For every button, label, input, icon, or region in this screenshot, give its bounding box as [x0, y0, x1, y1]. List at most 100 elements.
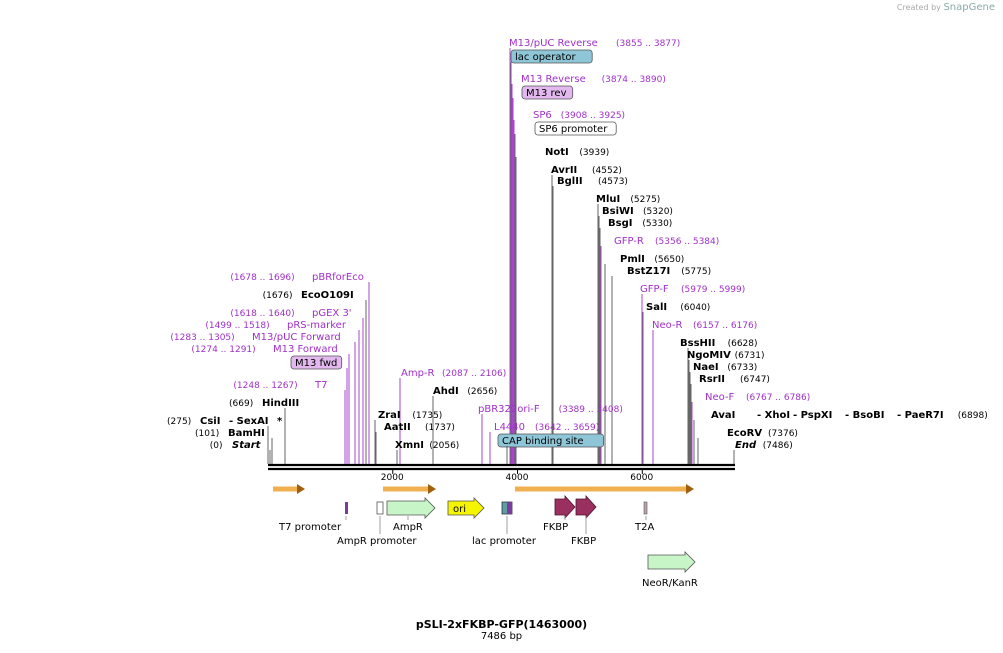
- map-label: RsrII(6747): [690, 374, 770, 464]
- label-text: BglII: [557, 176, 583, 187]
- label-box: [521, 85, 574, 100]
- map-label: ZraI(1735): [374, 410, 442, 464]
- axis-tick-label: 2000: [381, 473, 404, 483]
- label-text: pBR322ori-F: [478, 404, 540, 415]
- label-text: CAP binding site: [502, 436, 584, 447]
- label-text: BssHII: [680, 338, 715, 349]
- map-label: BstZ17I (5775): [611, 266, 711, 464]
- map-label: End (7486): [733, 440, 793, 464]
- label-range: (6628): [728, 339, 758, 349]
- label-text: Neo-F: [705, 392, 735, 403]
- map-label: M13 rev: [512, 85, 574, 464]
- label-text: M13 fwd: [295, 358, 337, 369]
- label-text: lac operator: [515, 52, 576, 63]
- snapgene-logo: SnapGene: [943, 2, 995, 13]
- map-label: EcoRV(7376): [697, 428, 798, 464]
- label-text: NotI: [545, 147, 569, 158]
- label-text: M13/pUC Reverse: [509, 38, 598, 49]
- map-label: SP6 promoter: [514, 121, 617, 464]
- map-label: pRS-marker(1499 .. 1518): [205, 320, 360, 464]
- map-label: BsgI (5330): [599, 218, 672, 464]
- label-range: (3642 .. 3659): [535, 423, 599, 433]
- map-label: BsiWI(5320): [598, 206, 673, 464]
- label-text: SalI: [646, 302, 667, 313]
- label-range: (6731): [735, 351, 765, 361]
- label-text: ZraI: [378, 410, 401, 421]
- label-range: (3874 .. 3890): [602, 75, 666, 85]
- label-range: (6040): [680, 303, 710, 313]
- label-range: (1737): [425, 423, 455, 433]
- label-text: BstZ17I: [627, 266, 670, 277]
- map-label: Start(0): [210, 440, 271, 464]
- label-range: (6733): [727, 363, 757, 373]
- feature-label: AmpR promoter: [337, 536, 417, 547]
- feature-label: T7 promoter: [278, 522, 342, 533]
- map-label: CAP binding site: [497, 433, 604, 464]
- map-label: Neo-R(6157 .. 6176): [652, 320, 757, 464]
- label-text: GFP-R: [614, 236, 644, 247]
- label-text: - PaeR7I: [897, 410, 944, 421]
- label-box: [534, 121, 617, 136]
- map-label: lac operator: [510, 49, 593, 464]
- label-text: End: [735, 440, 757, 451]
- map-label: - PaeR7I (6898): [897, 410, 988, 421]
- label-text: SP6: [533, 110, 552, 121]
- map-label: L4440 (3642 .. 3659): [489, 422, 599, 464]
- label-text: M13 Forward: [273, 344, 338, 355]
- label-text: - PspXI: [793, 410, 832, 421]
- label-range: (7486): [763, 441, 793, 451]
- label-text: - BsoBI: [845, 410, 884, 421]
- label-text: M13 rev: [526, 88, 567, 99]
- label-text: RsrII: [699, 374, 725, 385]
- fkbp-arrow-1: [554, 494, 576, 520]
- label-range: (1676): [263, 291, 293, 301]
- label-text: L4440: [494, 422, 525, 433]
- credit-prefix: Created by: [896, 3, 941, 12]
- label-range: (1274 .. 1291): [191, 345, 255, 355]
- map-label: BssHII (6628): [680, 338, 758, 464]
- map-label: NotI(3939): [515, 147, 609, 464]
- label-text: BsgI: [608, 218, 632, 229]
- t2a-mark: [643, 501, 648, 515]
- label-range: (3855 .. 3877): [616, 39, 680, 49]
- ampr-promoter-mark: [376, 501, 384, 515]
- label-text: Neo-R: [652, 320, 683, 331]
- map-label: PmlI (5650): [604, 254, 684, 464]
- label-range: (6767 .. 6786): [746, 393, 810, 403]
- label-range: (5330): [642, 219, 672, 229]
- map-label: - XhoI: [757, 410, 790, 421]
- label-range: (5775): [681, 267, 711, 277]
- map-label: GFP-F(5979 .. 5999): [640, 284, 745, 464]
- map-label: M13/pUC Forward(1283 .. 1305): [170, 332, 356, 464]
- label-range: (5356 .. 5384): [655, 237, 719, 247]
- label-range: (1678 .. 1696): [230, 273, 294, 283]
- label-text: pBRforEco: [312, 272, 364, 283]
- map-label: XmnI(2056): [395, 440, 459, 464]
- label-range: (4552): [592, 166, 622, 176]
- label-range: (5650): [654, 255, 684, 265]
- feature-label: lac promoter: [472, 536, 537, 547]
- label-text: SP6 promoter: [539, 124, 608, 135]
- label-range: (6898): [958, 411, 988, 421]
- t7-promoter-mark: [345, 502, 348, 514]
- feature-label: AmpR: [393, 522, 423, 533]
- label-text: AvaI: [711, 410, 735, 421]
- label-text: AvrII: [551, 165, 577, 176]
- label-text: pGEX 3': [312, 308, 352, 319]
- orange-arrow-head: [686, 484, 694, 494]
- map-label: SalI (6040): [642, 302, 710, 464]
- label-range: (2656): [467, 387, 497, 397]
- map-label: - SexAI: [229, 416, 269, 427]
- label-text: PmlI: [620, 254, 645, 265]
- label-range: (2056): [429, 441, 459, 451]
- map-label: AvrII (4552): [551, 165, 622, 464]
- map-label: NaeI(6733): [689, 362, 757, 464]
- label-box: [290, 355, 343, 370]
- label-range: (5320): [643, 207, 673, 217]
- map-label: GFP-R (5356 .. 5384): [600, 236, 719, 464]
- label-range: (1248 .. 1267): [233, 381, 297, 391]
- label-range: (669): [229, 399, 253, 409]
- map-label: AatII(1737): [375, 422, 455, 464]
- axis-tick-label: 4000: [506, 473, 529, 483]
- feature-label: NeoR/KanR: [642, 578, 698, 589]
